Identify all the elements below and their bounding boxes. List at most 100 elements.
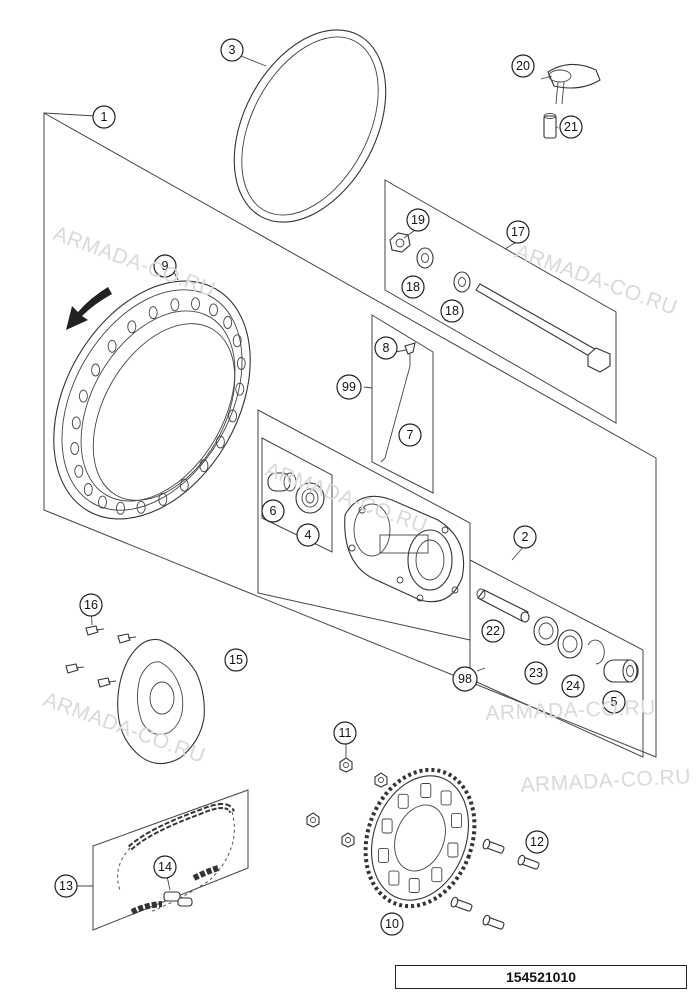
- circlip: [587, 639, 605, 665]
- callout-11: 11: [333, 721, 357, 745]
- sprocket-cutouts: [378, 783, 462, 893]
- sprocket-cutout: [431, 867, 443, 883]
- callout-2: 2: [513, 525, 537, 549]
- callout-21: 21: [559, 115, 583, 139]
- rim-spoke-hole: [70, 442, 80, 455]
- valve-insert: [543, 113, 557, 139]
- callout-8: 8: [374, 336, 398, 360]
- svg-text:19: 19: [411, 213, 425, 227]
- sprocket-nuts: [306, 757, 388, 848]
- tire: [233, 29, 387, 223]
- rim-spoke-hole: [148, 306, 158, 320]
- chain-connecting-link: [163, 891, 193, 907]
- axle-group-frame: [384, 179, 617, 424]
- wheel-assembly-frame: [43, 112, 657, 758]
- spoke-nipple: [404, 342, 416, 366]
- svg-text:15: 15: [229, 653, 243, 667]
- rim-spoke-hole: [91, 363, 101, 377]
- svg-text:10: 10: [385, 917, 399, 931]
- sprocket-cutout: [447, 842, 459, 858]
- rim-spoke-holes: [70, 297, 246, 515]
- svg-text:3: 3: [229, 43, 236, 57]
- svg-text:1: 1: [101, 110, 108, 124]
- sprocket-cutout: [420, 783, 432, 798]
- rim-spoke-hole: [235, 382, 245, 396]
- rim-spoke-hole: [223, 316, 233, 329]
- svg-text:18: 18: [445, 304, 459, 318]
- rim-spoke-hole: [236, 357, 246, 370]
- sprocket-screws: [450, 838, 540, 930]
- rear-sprocket: [363, 767, 477, 909]
- svg-text:11: 11: [339, 726, 352, 740]
- svg-text:21: 21: [564, 120, 578, 134]
- svg-text:99: 99: [342, 380, 356, 394]
- sprocket-cutout: [408, 878, 420, 893]
- svg-text:14: 14: [158, 860, 172, 874]
- rim-spoke-hole: [74, 464, 84, 478]
- callout-17: 17: [506, 220, 530, 244]
- spoke: [380, 365, 411, 463]
- rim-spoke-hole: [116, 501, 125, 515]
- sprocket-cutout: [388, 870, 400, 886]
- chain-group-frame: [92, 789, 249, 931]
- svg-text:16: 16: [84, 598, 98, 612]
- svg-text:18: 18: [406, 280, 420, 294]
- distance-sleeve: [476, 588, 530, 623]
- svg-text:7: 7: [407, 428, 414, 442]
- wheel-rim: [53, 280, 251, 520]
- wheel-axle: [475, 283, 611, 373]
- spoke-group-frame: [371, 314, 434, 494]
- rim-spoke-hole: [232, 334, 242, 348]
- svg-text:98: 98: [458, 672, 472, 686]
- callout-6: 6: [261, 499, 285, 523]
- rim-spoke-hole: [191, 297, 200, 311]
- callout-9: 9: [153, 254, 177, 278]
- rim-spoke-hole: [127, 320, 137, 334]
- callout-98: 98: [452, 666, 478, 692]
- svg-text:2: 2: [522, 530, 529, 544]
- svg-text:13: 13: [59, 879, 73, 893]
- callout-15: 15: [224, 648, 248, 672]
- svg-text:24: 24: [566, 679, 580, 693]
- svg-text:22: 22: [486, 624, 500, 638]
- callout-16: 16: [79, 593, 103, 617]
- sprocket-cutout: [381, 818, 393, 834]
- sprocket-cutout: [451, 813, 462, 829]
- svg-text:20: 20: [516, 59, 530, 73]
- callout-4: 4: [296, 523, 320, 547]
- rim-spoke-hole: [78, 389, 88, 403]
- drive-chain: [117, 803, 235, 915]
- bearing-right: [533, 616, 559, 646]
- diagram-code: 154521010: [395, 965, 687, 989]
- rim-spoke-hole: [107, 339, 117, 353]
- axle-washer-left: [416, 247, 434, 269]
- wheel-hub: [344, 495, 465, 603]
- rotation-arrow: [66, 287, 112, 330]
- svg-text:23: 23: [529, 666, 543, 680]
- brake-disc-bolts: [65, 625, 137, 688]
- rim-spoke-hole: [199, 459, 209, 473]
- callout-24: 24: [561, 674, 585, 698]
- svg-text:17: 17: [511, 225, 525, 239]
- rim-spoke-hole: [228, 409, 238, 423]
- hub-inner-frame: [261, 437, 333, 553]
- callout-18b: 18: [440, 299, 464, 323]
- rim-spoke-hole: [136, 500, 146, 514]
- svg-text:5: 5: [611, 695, 618, 709]
- rim-spoke-hole: [215, 435, 225, 449]
- spacer-sleeve: [267, 472, 297, 492]
- rim-spoke-hole: [170, 298, 180, 312]
- sprocket-cutout: [440, 790, 452, 806]
- shaft-seal: [557, 629, 583, 659]
- rim-spoke-hole: [179, 478, 189, 492]
- bearing-left: [295, 482, 325, 514]
- svg-text:6: 6: [270, 504, 277, 518]
- svg-text:12: 12: [530, 835, 544, 849]
- rim-spoke-hole: [83, 483, 93, 496]
- callout-99: 99: [336, 374, 362, 400]
- callout-3: 3: [220, 38, 244, 62]
- sprocket-cutout: [397, 793, 409, 809]
- brake-disc: [117, 638, 205, 765]
- bearing-kit-frame: [469, 559, 644, 758]
- svg-text:8: 8: [383, 341, 390, 355]
